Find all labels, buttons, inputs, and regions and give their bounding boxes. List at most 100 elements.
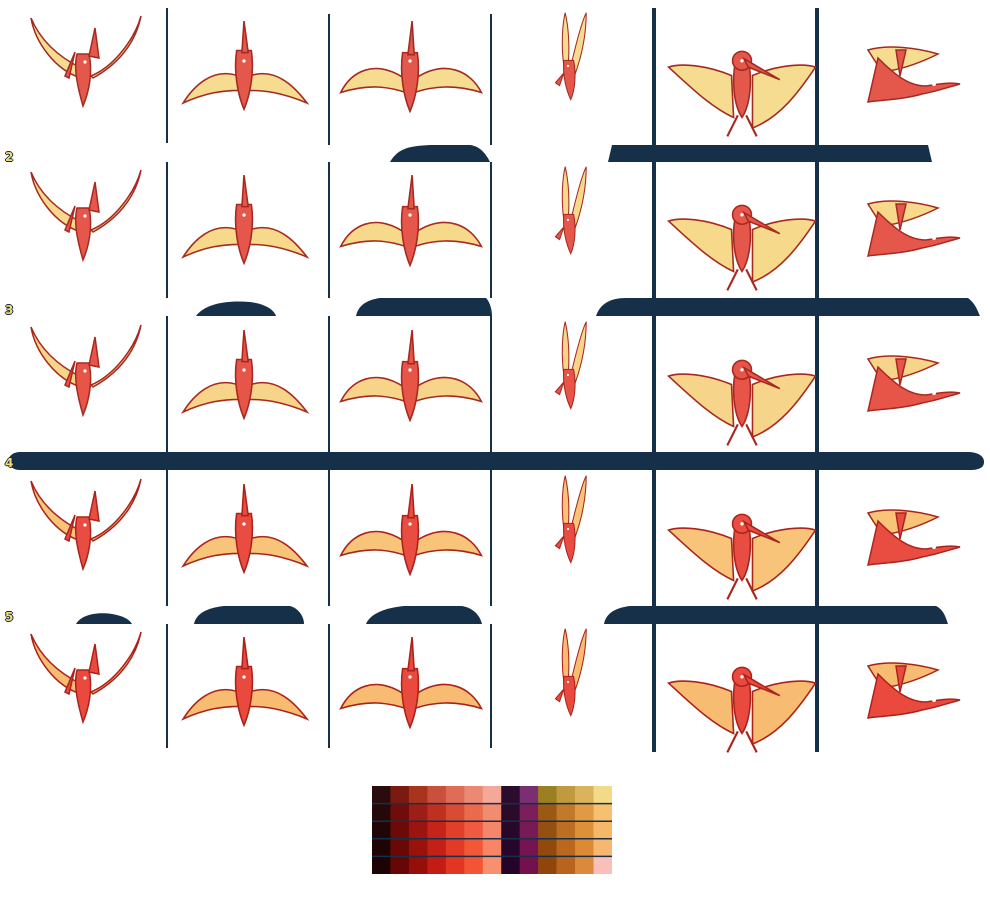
- palette-swatch: [372, 786, 391, 804]
- pterodactyl-part: [895, 358, 907, 386]
- palette-swatch: [464, 821, 484, 840]
- pterodactyl-part: [400, 205, 420, 268]
- pterodactyl-part: [339, 67, 407, 94]
- pterodactyl-part: [563, 522, 576, 564]
- pterodactyl-part: [751, 218, 817, 284]
- pterodactyl-part: [400, 514, 420, 577]
- pterodactyl-part: [88, 181, 100, 213]
- palette-swatch: [593, 856, 612, 874]
- pterodactyl-part: [234, 358, 254, 421]
- row-label-3: 3: [5, 303, 14, 317]
- palette-swatch: [445, 856, 465, 874]
- frame-bar: [608, 145, 932, 162]
- palette-swatch: [427, 838, 447, 857]
- pterodactyl-part: [895, 203, 907, 231]
- pterodactyl-part: [74, 207, 92, 263]
- frame-bar: [390, 145, 490, 162]
- palette-swatch: [390, 803, 410, 822]
- pterodactyl-part: [570, 12, 587, 76]
- palette-swatch: [464, 856, 484, 874]
- pterodactyl-sprite: [866, 509, 961, 566]
- pterodactyl-eye: [566, 680, 570, 684]
- pterodactyl-eye: [740, 213, 744, 217]
- frame-bar: [194, 606, 304, 624]
- row-label-5: 5: [5, 610, 14, 624]
- palette-swatch: [390, 856, 410, 874]
- palette-swatch: [390, 821, 410, 840]
- pterodactyl-part: [413, 221, 483, 248]
- palette-swatch: [427, 856, 447, 874]
- pterodactyl-part: [64, 514, 76, 543]
- palette-swatch: [464, 786, 484, 804]
- pterodactyl-part: [181, 227, 241, 259]
- palette-swatch: [501, 838, 520, 857]
- pterodactyl-sprite: [181, 483, 310, 575]
- pterodactyl-sprite: [30, 631, 142, 725]
- pterodactyl-sprite: [666, 50, 817, 137]
- pterodactyl-sprite: [339, 175, 483, 268]
- pterodactyl-part: [732, 369, 752, 428]
- pterodactyl-part: [339, 221, 407, 248]
- pterodactyl-part: [563, 59, 576, 101]
- palette-swatch: [372, 803, 391, 822]
- pterodactyl-sprite: [30, 478, 142, 572]
- pterodactyl-part: [742, 672, 781, 697]
- pterodactyl-eye: [566, 218, 570, 222]
- pterodactyl-part: [64, 667, 76, 696]
- pterodactyl-sprite: [666, 359, 817, 446]
- palette-swatch: [408, 838, 428, 857]
- pterodactyl-eye: [566, 64, 570, 68]
- palette-swatch: [519, 803, 539, 822]
- pterodactyl-part: [241, 20, 250, 54]
- pterodactyl-sprite: [339, 330, 483, 423]
- pterodactyl-part: [726, 577, 758, 600]
- pterodactyl-eye: [932, 391, 936, 395]
- palette-swatch: [372, 856, 391, 874]
- pterodactyl-part: [751, 680, 817, 746]
- palette-swatch: [556, 803, 576, 822]
- pterodactyl-part: [89, 15, 142, 79]
- pterodactyl-part: [751, 527, 817, 593]
- pterodactyl-sprite: [866, 46, 961, 103]
- pterodactyl-sprite: [554, 321, 587, 410]
- pterodactyl-part: [666, 527, 735, 582]
- pterodactyl-part: [30, 171, 82, 234]
- pterodactyl-part: [554, 535, 565, 550]
- color-palette: [372, 786, 612, 874]
- palette-swatch: [445, 838, 465, 857]
- pterodactyl-eye: [740, 675, 744, 679]
- pterodactyl-sprite: [554, 12, 587, 101]
- pterodactyl-sprite: [339, 484, 483, 577]
- pterodactyl-part: [88, 27, 100, 59]
- pterodactyl-part: [400, 51, 420, 114]
- pterodactyl-sprite: [666, 513, 817, 600]
- pterodactyl-part: [726, 423, 758, 446]
- pterodactyl-sprite: [666, 204, 817, 291]
- palette-swatch: [445, 821, 465, 840]
- frame-bar: [366, 606, 482, 624]
- pterodactyl-part: [554, 72, 565, 87]
- pterodactyl-part: [181, 73, 241, 105]
- pterodactyl-part: [563, 368, 576, 410]
- pterodactyl-sprite: [181, 20, 310, 112]
- palette-swatch: [482, 803, 502, 822]
- pterodactyl-part: [407, 21, 416, 56]
- pterodactyl-sprite: [30, 324, 142, 418]
- pterodactyl-eye: [932, 698, 936, 702]
- pterodactyl-part: [339, 376, 407, 403]
- palette-swatch: [464, 803, 484, 822]
- pterodactyl-sprite: [181, 636, 310, 728]
- pterodactyl-part: [751, 373, 817, 439]
- pterodactyl-eye: [83, 369, 87, 373]
- pterodactyl-part: [234, 203, 254, 266]
- palette-swatch: [575, 803, 594, 822]
- frame-bar: [196, 301, 276, 316]
- pterodactyl-sprite: [554, 628, 587, 717]
- palette-swatch: [408, 821, 428, 840]
- pterodactyl-eye: [408, 213, 412, 217]
- pterodactyl-part: [563, 675, 576, 717]
- pterodactyl-part: [867, 210, 961, 257]
- pterodactyl-part: [732, 60, 752, 119]
- palette-swatch: [427, 803, 447, 822]
- pterodactyl-eye: [740, 368, 744, 372]
